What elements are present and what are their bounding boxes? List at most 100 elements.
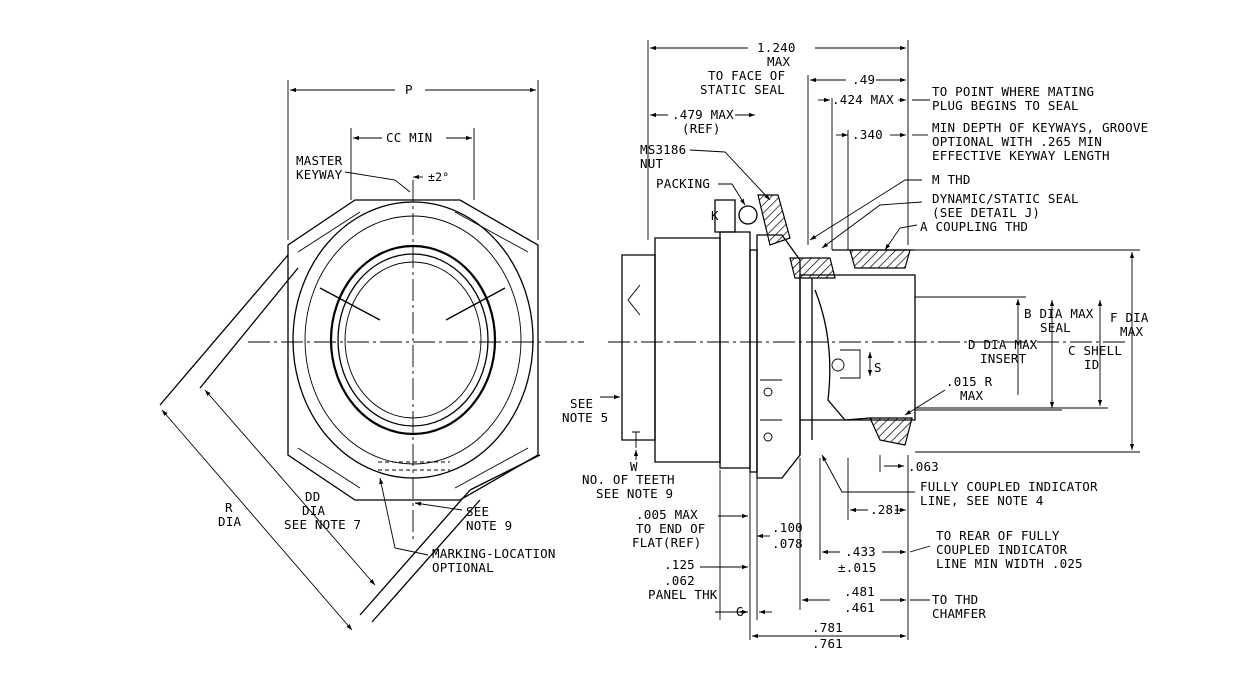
master-keyway-label: MASTER	[296, 153, 343, 168]
m-thd-label: M THD	[932, 172, 971, 187]
packing-box	[714, 199, 736, 233]
rear-label-2: COUPLED INDICATOR	[936, 542, 1068, 557]
f-max-label: MAX	[1120, 324, 1143, 339]
overall-max-label: MAX	[767, 54, 790, 69]
dim-015-label: ±.015	[838, 560, 877, 575]
mating-label-2: PLUG BEGINS TO SEAL	[932, 98, 1079, 113]
see-note-9-leader	[414, 501, 463, 511]
dd-note-label: SEE NOTE 7	[284, 517, 361, 532]
dim-481-label: .481	[844, 584, 875, 599]
r015-label: .015 R	[946, 374, 993, 389]
top-extension-lines	[647, 40, 909, 250]
dd-dia-label: DIA	[302, 503, 325, 518]
side-view: 1.240 MAX TO FACE OF STATIC SEAL .49 .42…	[562, 40, 1149, 651]
chamfer-label: TO THD	[932, 592, 978, 607]
dim-reference-lines	[915, 249, 1140, 453]
dim-005-end-label: TO END OF	[636, 521, 706, 536]
a-thd-label: A COUPLING THD	[920, 219, 1028, 234]
dim-340-label: .340	[852, 127, 883, 142]
dim-063-label: .063	[908, 459, 939, 474]
angle-label: ±2°	[428, 170, 449, 184]
indicator-label: FULLY COUPLED INDICATOR	[920, 479, 1098, 494]
mating-label: TO POINT WHERE MATING	[932, 84, 1094, 99]
dim-100-label: .100	[772, 520, 803, 535]
s-label: S	[874, 360, 882, 375]
bottom-extension-lines	[719, 455, 909, 640]
face-seal-label: TO FACE OF	[708, 68, 785, 83]
packing-leader	[718, 183, 746, 206]
dim-005-label: .005 MAX	[636, 507, 698, 522]
nut-leader	[689, 149, 771, 201]
p-label: P	[405, 82, 413, 97]
overall-length-label: 1.240	[757, 40, 796, 55]
marking-leader	[379, 477, 429, 556]
dim-424-label: .424 MAX	[832, 92, 894, 107]
dim-281-label: .281	[870, 502, 901, 517]
m-thd-leader	[809, 179, 922, 241]
shell-skirt	[799, 275, 813, 455]
rear-body	[654, 237, 721, 463]
insert-key-s	[840, 349, 861, 379]
dim-49-label: .49	[852, 72, 875, 87]
keyway-depth-label-2: OPTIONAL WITH .265 MIN	[932, 134, 1102, 149]
r-label: R	[225, 500, 233, 515]
rear-insert-body	[621, 254, 656, 441]
nut-hatch	[757, 194, 791, 246]
diagonal-flange-edge-lines	[159, 254, 541, 623]
g-label: G	[736, 604, 744, 619]
dim-761-label: .761	[812, 636, 843, 651]
seal-label: DYNAMIC/STATIC SEAL	[932, 191, 1079, 206]
dim-781-label: .781	[812, 620, 843, 635]
dim-062-label: .062	[664, 573, 695, 588]
w-label: W	[630, 459, 638, 474]
dim-433-label: .433	[845, 544, 876, 559]
indicator-leader	[821, 454, 915, 493]
nut-hole-upper	[763, 387, 773, 397]
face-seal-label-2: STATIC SEAL	[700, 82, 785, 97]
b-seal-label: SEAL	[1040, 320, 1071, 335]
see-note-9-label: SEE	[466, 504, 489, 519]
r-dia-label: DIA	[218, 514, 241, 529]
shell-inner-contour	[814, 289, 871, 421]
flange-body	[719, 231, 751, 469]
shell-tip-hatch	[869, 417, 913, 446]
c-shell-label: C SHELL	[1068, 343, 1122, 358]
marking-location-dashes	[378, 461, 450, 471]
dim-078-label: .078	[772, 536, 803, 551]
shell-front	[800, 274, 916, 421]
master-keyway-leader	[344, 171, 411, 193]
dim-005-flat-label: FLAT(REF)	[632, 535, 702, 550]
cc-min-label: CC MIN	[386, 130, 432, 145]
dim-461-label: .461	[844, 600, 875, 615]
keyway-depth-label-3: EFFECTIVE KEYWAY LENGTH	[932, 148, 1110, 163]
w-marker	[632, 431, 640, 448]
chamfer-label-2: CHAMFER	[932, 606, 986, 621]
rear-leader	[909, 545, 931, 553]
nut-label-2: NUT	[640, 156, 663, 171]
seal-hatch	[789, 257, 836, 279]
note-5-label-2: NOTE 5	[562, 410, 608, 425]
panel-thk-label: PANEL THK	[648, 587, 718, 602]
teeth-label: NO. OF TEETH	[582, 472, 675, 487]
coupling-thread-hatch	[849, 249, 911, 269]
packing-circle	[738, 205, 758, 225]
a-thd-leader	[884, 224, 918, 251]
rear-label: TO REAR OF FULLY	[936, 528, 1060, 543]
rear-insert-chamfer	[627, 284, 641, 316]
panel-plate	[749, 249, 758, 473]
dd-label: DD	[305, 489, 320, 504]
dd-dim-line	[204, 389, 376, 586]
dim-125-label: .125	[664, 557, 695, 572]
packing-label: PACKING	[656, 176, 710, 191]
master-keyway-label-2: KEYWAY	[296, 167, 343, 182]
d-insert-label: INSERT	[980, 351, 1027, 366]
insert-key-circle	[831, 358, 845, 372]
front-flange-outline	[287, 199, 539, 501]
seal-leader	[821, 201, 923, 249]
r015-leader	[904, 389, 946, 416]
c-id-label: ID	[1084, 357, 1099, 372]
front-flange-inner-edge	[297, 211, 529, 489]
seal-detail-label: (SEE DETAIL J)	[932, 205, 1040, 220]
teeth-note-label: SEE NOTE 9	[596, 486, 673, 501]
